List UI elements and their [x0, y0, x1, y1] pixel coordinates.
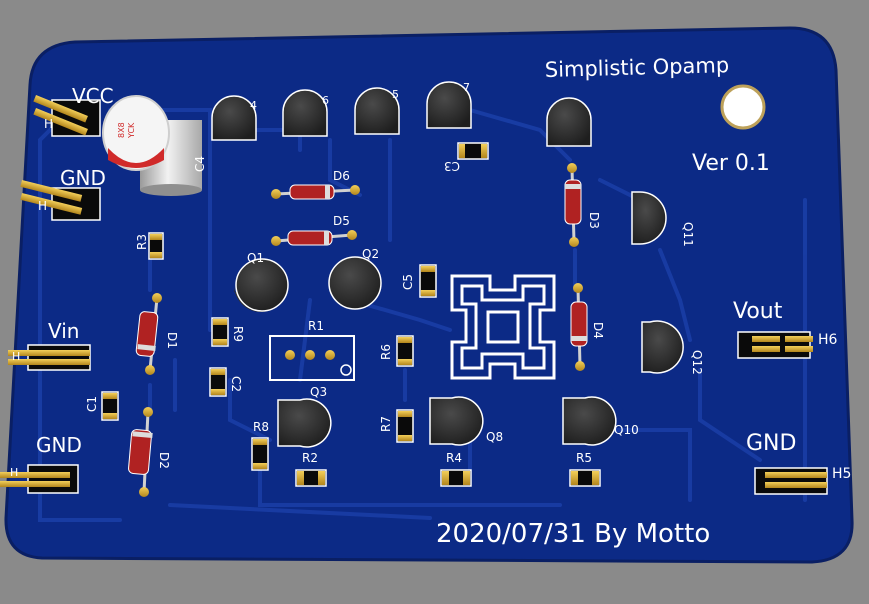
resistor-r9: R9 — [211, 317, 245, 347]
capacitor-c4: 8X8 YCK C4 — [102, 95, 207, 196]
ref-c4: C4 — [193, 156, 207, 172]
c4-marking-1: 8X8 — [117, 122, 126, 138]
transistor-q8: Q8 — [429, 396, 503, 446]
diode-d1: D1 — [135, 293, 179, 375]
ref-r9: R9 — [231, 326, 245, 342]
transistor-q2: Q2 — [328, 247, 382, 310]
label-gnd-top: GND — [60, 166, 106, 190]
ref-r1: R1 — [308, 319, 324, 333]
diode-d3: D3 — [564, 163, 601, 247]
ref-d3: D3 — [587, 212, 601, 229]
header-vout: Vout H6 — [733, 299, 838, 359]
header-vcc: VCC H — [33, 84, 114, 137]
resistor-r2: R2 — [295, 451, 327, 487]
label-vin: Vin — [48, 319, 79, 343]
capacitor-c1: C1 — [85, 391, 119, 421]
ref-d5: D5 — [333, 214, 350, 228]
transistor-q1: Q1 — [234, 251, 289, 312]
ref-r3: R3 — [135, 234, 149, 250]
ref-q10: Q10 — [614, 423, 639, 437]
transistor-q10: Q10 — [562, 396, 639, 446]
transistor-q9 — [546, 97, 592, 147]
ref-q5: 5 — [392, 88, 399, 101]
c4-marking-2: YCK — [127, 122, 136, 139]
ref-c3: C3 — [444, 159, 460, 173]
board-version: Ver 0.1 — [692, 151, 770, 176]
resistor-r7: R7 — [379, 409, 414, 443]
ref-vin-header: H — [12, 350, 20, 363]
ref-d1: D1 — [165, 332, 179, 349]
label-vout: Vout — [733, 299, 783, 324]
ref-q12: Q12 — [690, 350, 704, 375]
diode-d6: D6 — [271, 169, 360, 200]
ref-r7: R7 — [379, 416, 393, 432]
diode-d4: D4 — [570, 283, 605, 371]
ref-q1: Q1 — [247, 251, 264, 265]
capacitor-c5: C5 — [401, 264, 437, 298]
ref-vout-header: H6 — [818, 332, 838, 348]
ref-r6: R6 — [379, 344, 393, 360]
transistor-q12: Q12 — [641, 320, 704, 375]
ref-c5: C5 — [401, 274, 415, 290]
ref-q7: 7 — [463, 81, 470, 94]
mounting-hole — [720, 84, 766, 130]
header-vin: Vin H — [8, 319, 91, 371]
transistors: 4 6 5 7 Q1 Q2 Q11 — [211, 81, 704, 448]
transistor-q6: 6 — [282, 89, 329, 137]
transistor-q11: Q11 — [631, 191, 695, 247]
ref-q8: Q8 — [486, 430, 503, 444]
center-silk-pattern — [450, 274, 556, 380]
diode-d2: D2 — [128, 407, 171, 497]
ref-d2: D2 — [157, 452, 171, 469]
resistor-r6: R6 — [379, 335, 414, 367]
capacitor-c2: C2 — [209, 367, 243, 397]
ref-gnd-left-header: H — [10, 466, 18, 479]
board-title: Simplistic Opamp — [545, 53, 730, 82]
ref-q2: Q2 — [362, 247, 379, 261]
trimmer-r1: R1 — [269, 319, 355, 381]
ref-r8: R8 — [253, 420, 269, 434]
transistor-q3: Q3 — [277, 385, 332, 448]
label-gnd-right: GND — [746, 431, 796, 456]
ref-r2: R2 — [302, 451, 318, 465]
transistor-q5: 5 — [354, 87, 400, 135]
resistor-r4: R4 — [440, 451, 472, 487]
ref-gnd-top-header: H — [38, 199, 47, 213]
ref-vcc-header: H — [44, 117, 53, 131]
transistor-q7: 7 — [426, 81, 472, 129]
ref-d6: D6 — [333, 169, 350, 183]
resistor-r8: R8 — [251, 420, 269, 471]
header-gnd-top: GND H — [20, 166, 106, 221]
transistor-q4: 4 — [211, 95, 257, 141]
ref-q3: Q3 — [310, 385, 327, 399]
ref-q11: Q11 — [681, 222, 695, 247]
header-gnd-right: GND H5 — [746, 431, 851, 495]
diode-d5: D5 — [271, 214, 357, 246]
board-footer: 2020/07/31 By Motto — [436, 519, 710, 549]
ref-gnd-right-header: H5 — [832, 466, 851, 482]
ref-d4: D4 — [591, 322, 605, 339]
resistor-r3: R3 — [135, 232, 164, 260]
header-gnd-left: GND H — [0, 433, 82, 494]
ref-r4: R4 — [446, 451, 462, 465]
ref-q4: 4 — [250, 99, 257, 112]
resistor-r5: R5 — [569, 451, 601, 487]
capacitor-c3: C3 — [444, 142, 489, 173]
ref-c1: C1 — [85, 396, 99, 412]
label-gnd-left: GND — [36, 433, 82, 457]
ref-r5: R5 — [576, 451, 592, 465]
ref-q6: 6 — [322, 94, 329, 107]
ref-c2: C2 — [229, 376, 243, 392]
diodes: D6 D5 D3 D4 — [128, 163, 605, 497]
label-vcc: VCC — [72, 84, 114, 108]
smd-parts: R3 R9 C2 C1 C3 — [85, 142, 601, 487]
